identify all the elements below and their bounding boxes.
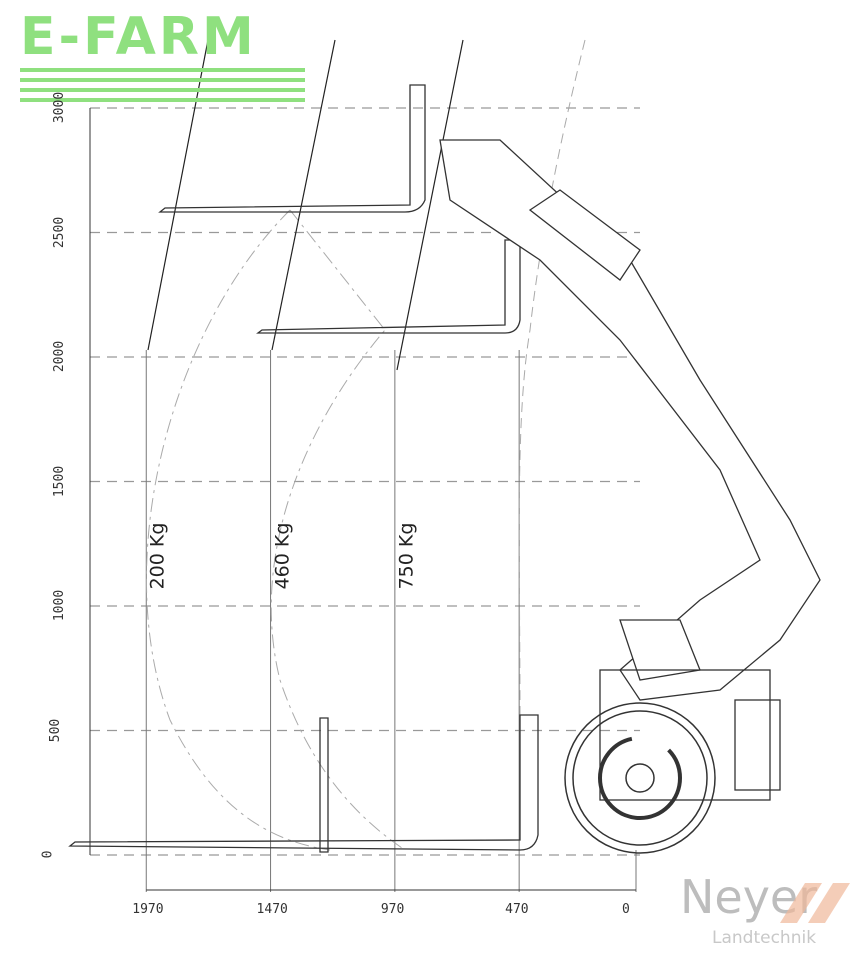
axis-ticks [89, 108, 636, 891]
y-tick-label: 3000 [52, 91, 68, 124]
logo-stripe [20, 68, 305, 72]
x-tick-label: 0 [622, 902, 630, 917]
forks [68, 84, 539, 853]
boom-arm [439, 139, 821, 801]
logo-stripe [20, 98, 305, 102]
logo-text: E-FARM [20, 7, 257, 67]
reach-arc-outer [146, 209, 331, 851]
y-tick-label: 2000 [52, 340, 68, 373]
load-label: 200 Kg [146, 522, 169, 590]
x-tick-label: 1470 [256, 902, 288, 917]
logo-stripe [20, 88, 305, 92]
neyer-logo-slashes [780, 883, 850, 923]
wheel [564, 702, 716, 854]
y-tick-label: 0 [40, 850, 56, 859]
e-farm-logo: E-FARM [20, 7, 305, 102]
neyer-subtitle: Landtechnik [712, 928, 817, 948]
reach-lines [145, 350, 637, 892]
y-tick-label: 2500 [52, 216, 68, 248]
y-tick-label: 1000 [52, 589, 68, 622]
reach-arc-inner [270, 209, 406, 851]
x-tick-label: 1970 [132, 902, 164, 917]
x-tick-label: 970 [380, 902, 405, 917]
grid-lines [90, 107, 640, 856]
load-label: 750 Kg [395, 522, 418, 590]
y-tick-label: 1500 [52, 465, 68, 497]
load-label: 460 Kg [270, 522, 293, 590]
x-tick-label: 470 [505, 902, 529, 917]
reach-arc-right [518, 39, 586, 721]
logo-stripe [20, 78, 305, 82]
y-tick-label: 500 [48, 718, 64, 742]
